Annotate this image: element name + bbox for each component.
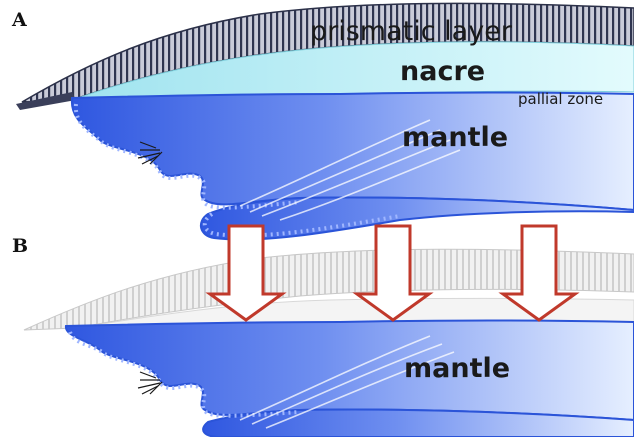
label-prismatic-layer: prismatic layer xyxy=(310,16,513,47)
panel-b: B mantle xyxy=(12,226,634,437)
label-mantle-a: mantle xyxy=(402,122,508,153)
label-mantle-b: mantle xyxy=(404,353,510,384)
panel-letter-a: A xyxy=(11,9,27,31)
label-nacre: nacre xyxy=(400,56,485,87)
panel-a: A prismatic layer nacre pallial zone xyxy=(11,3,634,239)
panel-letter-b: B xyxy=(12,235,28,257)
label-pallial-zone: pallial zone xyxy=(518,90,603,108)
